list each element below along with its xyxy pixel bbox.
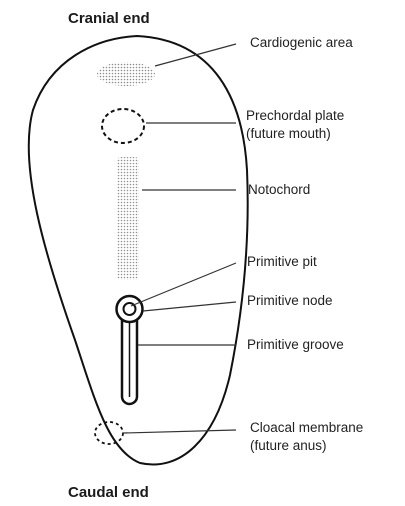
cranial-end-title: Cranial end: [68, 10, 150, 27]
label-cloacal-note: (future anus): [250, 437, 327, 455]
prechordal-plate: [102, 109, 144, 143]
label-cloacal-membrane: Cloacal membrane: [250, 419, 363, 437]
leader-line-cardiogenic: [155, 44, 236, 66]
leader-line-node: [143, 302, 236, 311]
cardiogenic-area: [97, 62, 155, 86]
label-primitive-pit: Primitive pit: [247, 253, 317, 271]
leader-line-cloacal: [124, 430, 236, 433]
label-primitive-groove: Primitive groove: [247, 336, 344, 354]
label-notochord: Notochord: [248, 181, 310, 199]
label-primitive-node: Primitive node: [247, 292, 333, 310]
leader-line-pit: [131, 263, 236, 306]
label-prechordal-plate: Prechordal plate: [246, 107, 344, 125]
label-cardiogenic-area: Cardiogenic area: [250, 34, 353, 52]
label-prechordal-note: (future mouth): [246, 125, 331, 143]
notochord: [117, 157, 139, 280]
caudal-end-title: Caudal end: [68, 484, 149, 501]
